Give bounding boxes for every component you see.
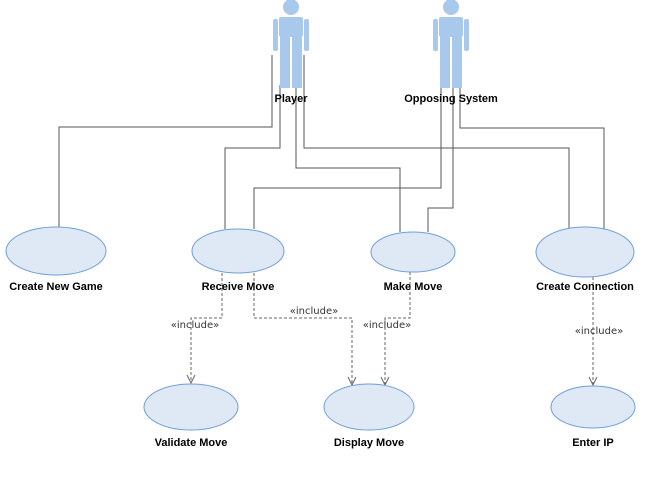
use-case-label: Make Move xyxy=(384,281,443,293)
include-arrowhead xyxy=(186,374,196,385)
include-arrowhead xyxy=(347,376,357,387)
include-relations: «include» «include» «include» «include» xyxy=(171,272,623,387)
use-case-create-new-game[interactable]: Create New Game xyxy=(5,226,107,293)
include-label: «include» xyxy=(171,320,219,331)
use-case-ellipse xyxy=(323,383,415,431)
actor-label: Opposing System xyxy=(404,93,498,105)
association-line xyxy=(427,85,454,232)
use-case-ellipse xyxy=(370,231,456,273)
include-label: «include» xyxy=(290,306,338,317)
use-case-create-connection[interactable]: Create Connection xyxy=(535,226,635,293)
actor-label: Player xyxy=(274,93,308,105)
use-case-label: Validate Move xyxy=(155,437,228,449)
use-case-enter-ip[interactable]: Enter IP xyxy=(550,385,636,449)
use-case-label: Display Move xyxy=(334,437,404,449)
use-case-display-move[interactable]: Display Move xyxy=(323,383,415,449)
actor-player[interactable]: Player xyxy=(273,0,309,105)
include-line xyxy=(253,273,353,385)
use-case-ellipse xyxy=(550,385,636,429)
use-case-label: Enter IP xyxy=(572,437,614,449)
use-case-receive-move[interactable]: Receive Move xyxy=(191,228,285,293)
use-case-make-move[interactable]: Make Move xyxy=(370,231,456,293)
use-case-validate-move[interactable]: Validate Move xyxy=(143,383,239,449)
actor-figure-icon xyxy=(273,0,309,88)
association-line xyxy=(295,85,401,232)
association-line xyxy=(253,85,442,229)
use-case-label: Create New Game xyxy=(9,281,103,293)
association-line xyxy=(459,85,605,229)
association-lines xyxy=(58,55,605,232)
association-line xyxy=(224,85,281,229)
include-arrowhead xyxy=(588,376,598,387)
use-case-ellipse xyxy=(143,383,239,431)
use-cases: Create New Game Receive Move Make Move Crea… xyxy=(5,226,636,449)
association-line xyxy=(303,55,570,229)
actors: Player Opposing System xyxy=(273,0,498,105)
association-line xyxy=(58,55,273,228)
include-label: «include» xyxy=(575,326,623,337)
include-line xyxy=(384,272,411,385)
use-case-label: Receive Move xyxy=(202,281,275,293)
actor-opposing[interactable]: Opposing System xyxy=(404,0,498,105)
include-label: «include» xyxy=(363,320,411,331)
use-case-ellipse xyxy=(535,226,635,278)
include-line xyxy=(190,273,223,383)
use-case-ellipse xyxy=(5,226,107,276)
use-case-label: Create Connection xyxy=(536,281,634,293)
use-case-ellipse xyxy=(191,228,285,274)
actor-figure-icon xyxy=(433,0,469,88)
